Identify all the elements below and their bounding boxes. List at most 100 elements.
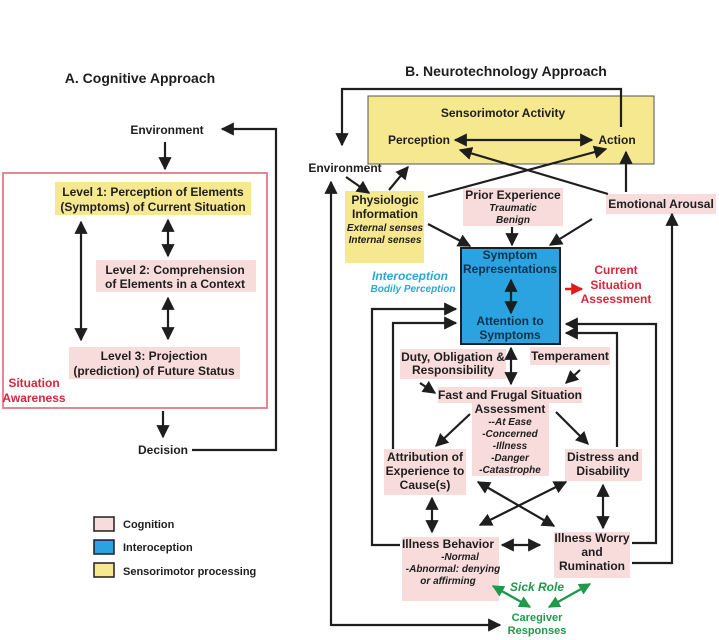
arrow-action-to-environment [335, 87, 623, 147]
panel-b: B. Neurotechnology Approach Sensorimotor… [308, 63, 716, 637]
distress-line1: Distress and [567, 450, 639, 464]
physiologic-sub1: External senses [347, 223, 424, 234]
panel-b-title: B. Neurotechnology Approach [405, 63, 607, 79]
legend-label-cognition: Cognition [123, 519, 175, 531]
panel-a: A. Cognitive Approach Environment Level … [2, 70, 278, 457]
fast-frugal-sub2: -Concerned [482, 429, 538, 440]
level3-line1: Level 3: Projection [101, 349, 208, 363]
attribution-line3: Cause(s) [400, 478, 451, 492]
arrow-attribution-to-attention [391, 316, 458, 449]
distress-line2: Disability [576, 464, 630, 478]
symptom-representations-line1: Symptom [483, 248, 538, 262]
perception-label: Perception [388, 133, 450, 147]
panel-a-environment: Environment [130, 123, 203, 137]
legend-label-interoception: Interoception [123, 542, 193, 554]
sick-role-label: Sick Role [510, 580, 564, 594]
level2-line2: of Elements in a Context [105, 277, 245, 291]
emotional-arousal-label: Emotional Arousal [608, 197, 714, 211]
attribution-line2: Experience to [386, 464, 465, 478]
fast-frugal-sub3: -Illness [493, 441, 528, 452]
symptom-representations-line2: Representations [463, 262, 557, 276]
legend: Cognition Interoception Sensorimotor pro… [93, 516, 256, 578]
attention-line2: Symptoms [479, 328, 541, 342]
duty-line2: Responsibility [412, 363, 494, 377]
illness-behavior-label: Illness Behavior [402, 537, 494, 551]
physiologic-sub2: Internal senses [349, 235, 422, 246]
duty-box [400, 349, 506, 379]
prior-experience-label: Prior Experience [465, 188, 561, 202]
attribution-line1: Attribution of [387, 450, 464, 464]
caregiver-line2: Responses [508, 625, 567, 637]
prior-experience-sub1: Traumatic [489, 203, 537, 214]
current-situation-line3: Assessment [581, 292, 652, 306]
distress-box [565, 449, 642, 481]
illness-worry-line1: Illness Worry [554, 531, 629, 545]
arrow-emotional-to-perception [458, 147, 609, 196]
fast-frugal-box [472, 403, 549, 476]
arrow-physiologic-to-symptoms [427, 223, 472, 247]
arrow-fastfrugal-to-distress [555, 411, 589, 445]
fast-frugal-sub5: -Catastrophe [479, 465, 541, 476]
arrow-decision-to-environment [192, 122, 278, 452]
fast-frugal-line1: Fast and Frugal Situation [438, 388, 582, 402]
illness-worry-line2: and [581, 545, 602, 559]
arrow-emotional-to-symptoms [548, 218, 593, 246]
legend-swatch-cognition [93, 516, 115, 532]
physiologic-line1: Physiologic [351, 193, 419, 207]
arrow-caregiver-illness-worry [547, 582, 592, 609]
illness-behavior-sub2: -Abnormal: denying [406, 564, 500, 575]
fast-frugal-title-box [438, 387, 582, 403]
panel-a-title: A. Cognitive Approach [65, 70, 215, 86]
temperament-label: Temperament [531, 349, 609, 363]
level2-box [96, 260, 256, 292]
arrow-illness-worry-to-attention [564, 317, 658, 545]
sensorimotor-activity-label: Sensorimotor Activity [441, 106, 566, 120]
level1-box [55, 182, 251, 215]
action-label: Action [598, 133, 635, 147]
level1-line1: Level 1: Perception of Elements [62, 185, 244, 199]
prior-experience-box [463, 188, 563, 226]
fast-frugal-line2: Assessment [475, 402, 546, 416]
illness-behavior-sub3: or affirming [420, 576, 475, 587]
arrow-illness-behavior-caregiver [491, 584, 532, 609]
arrow-temperament-to-fastfrugal [565, 369, 581, 384]
level3-box [69, 347, 240, 379]
illness-worry-line3: Rumination [559, 559, 625, 573]
attention-line1: Attention to [476, 314, 543, 328]
fast-frugal-sub4: -Danger [491, 453, 530, 464]
level1-line2: (Symptoms) of Current Situation [60, 200, 245, 214]
level3-line2: (prediction) of Future Status [73, 364, 235, 378]
arrow-fastfrugal-to-attribution [435, 413, 471, 447]
situation-awareness-line1: Situation [8, 376, 59, 390]
attribution-box [384, 449, 466, 495]
interoception-box [460, 247, 561, 345]
legend-swatch-sensorimotor [93, 562, 115, 578]
bodily-perception-label: Bodily Perception [370, 284, 455, 295]
arrow-duty-to-fastfrugal [419, 380, 437, 394]
situation-awareness-box [2, 172, 268, 409]
arrow-env-to-physiologic [345, 176, 371, 194]
arrow-illness-behavior-distress [478, 481, 568, 526]
illness-behavior-box [402, 537, 499, 601]
legend-label-sensorimotor: Sensorimotor processing [123, 566, 256, 578]
illness-worry-box [554, 532, 630, 578]
illness-behavior-sub1: -Normal [441, 552, 479, 563]
level2-line1: Level 2: Comprehension [105, 263, 244, 277]
arrow-physiologic-to-perception [388, 165, 409, 191]
physiologic-line2: Information [352, 207, 418, 221]
panel-a-decision: Decision [138, 443, 188, 457]
situation-awareness-line2: Awareness [2, 391, 65, 405]
prior-experience-sub2: Benign [496, 215, 530, 226]
arrow-illness-behavior-to-attention [370, 302, 458, 547]
arrow-illness-worry-to-emotional [632, 212, 679, 565]
interoception-label: Interoception [372, 269, 448, 283]
current-situation-line1: Current [594, 263, 637, 277]
arrow-physiologic-to-action [427, 145, 608, 199]
panel-b-environment: Environment [308, 161, 381, 175]
temperament-box [530, 347, 610, 365]
physiologic-information-box [345, 191, 424, 263]
arrow-distress-to-attention [564, 326, 619, 447]
duty-line1: Duty, Obligation & [401, 350, 505, 364]
caregiver-line1: Caregiver [512, 612, 563, 624]
